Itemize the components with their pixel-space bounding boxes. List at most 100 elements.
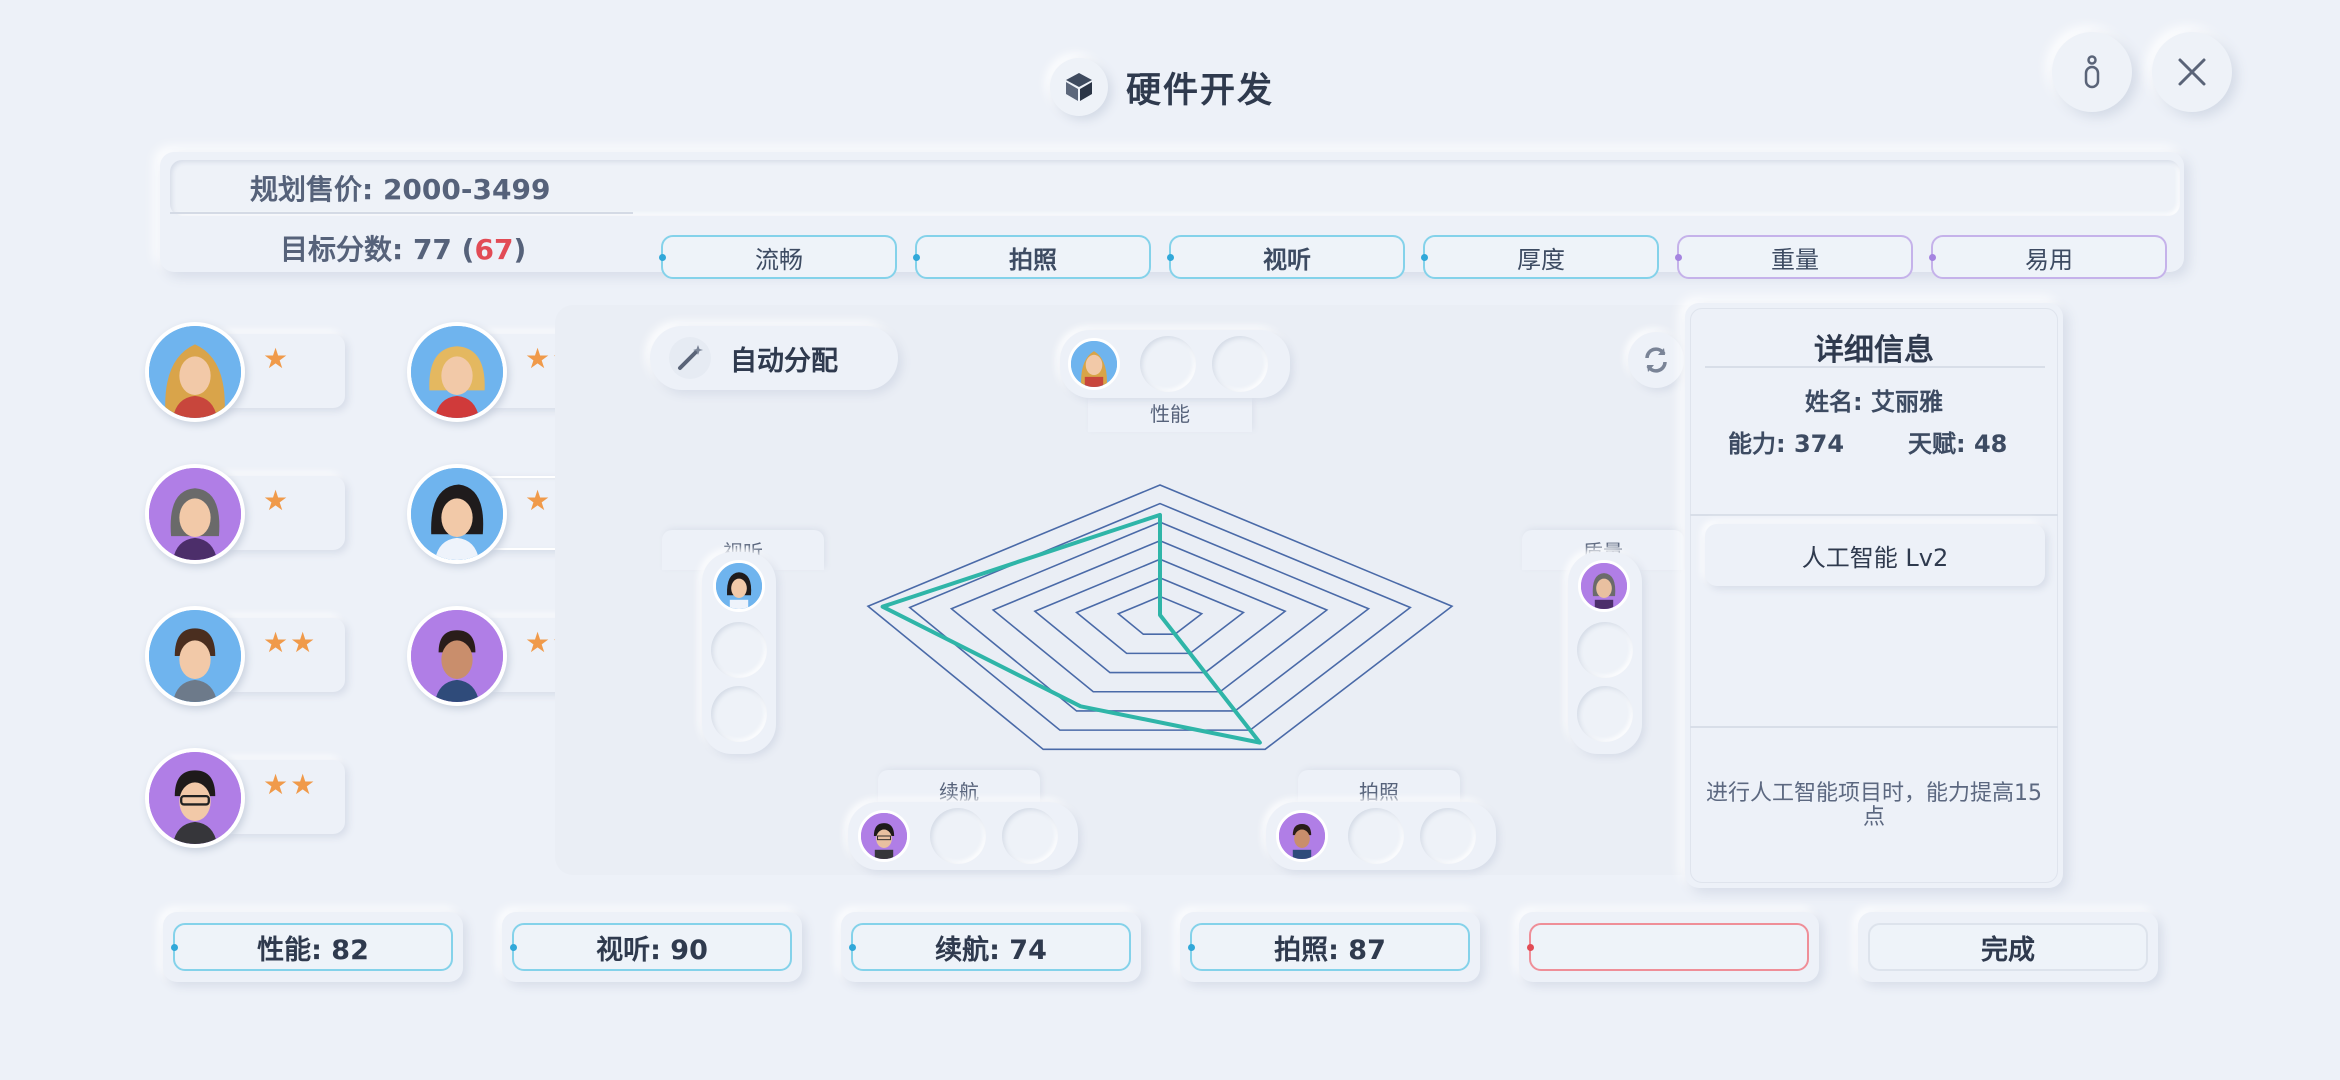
info-icon	[2084, 55, 2100, 89]
radar-ring	[908, 502, 1412, 731]
score-label: 性能: 82	[257, 934, 369, 966]
skill-badge[interactable]: 人工智能 Lv2	[1705, 524, 2045, 586]
target-score: 目标分数: 77 (67)	[280, 233, 527, 266]
score-label: 拍照: 87	[1274, 934, 1386, 966]
radar-ring	[949, 521, 1371, 712]
tab-attribute[interactable]: 重量	[1675, 235, 1913, 279]
close-button[interactable]	[2152, 32, 2232, 112]
score-indicator	[1188, 944, 1195, 951]
star-rating: ★★	[263, 626, 318, 659]
finish-button-label: 完成	[1868, 923, 2148, 971]
tab-indicator	[913, 254, 920, 261]
avatar[interactable]	[145, 748, 245, 848]
empty-slot[interactable]	[711, 686, 767, 742]
radar-value-polygon	[880, 512, 1262, 745]
empty-slot[interactable]	[1577, 686, 1633, 742]
assigned-avatar[interactable]	[1578, 560, 1630, 612]
score-indicator	[1527, 944, 1534, 951]
staff-name: 姓名: 艾丽雅	[1805, 388, 1943, 416]
staff-talent: 天赋: 48	[1908, 430, 2008, 458]
radar-ring	[1033, 558, 1287, 674]
star-rating: ★★	[263, 768, 318, 801]
empty-slot[interactable]	[1212, 336, 1268, 392]
score-value: 视听: 90	[510, 923, 792, 971]
assigned-avatar[interactable]	[1276, 810, 1328, 862]
empty-slot[interactable]	[1140, 336, 1196, 392]
score-tab	[1519, 912, 1819, 982]
staff-card[interactable]: ★★	[145, 606, 365, 706]
tab-indicator	[659, 254, 666, 261]
score-tab: 拍照: 87	[1180, 912, 1480, 982]
refresh-button[interactable]	[1628, 332, 1684, 388]
tab-label: 厚度	[1517, 245, 1565, 274]
score-label: 视听: 90	[596, 934, 708, 966]
score-value: 拍照: 87	[1188, 923, 1470, 971]
assigned-avatar[interactable]	[1068, 338, 1120, 390]
score-label: 完成	[1981, 934, 2035, 966]
score-label: 续航: 74	[935, 934, 1047, 966]
page-header: 硬件开发	[1050, 55, 1274, 119]
empty-slot[interactable]	[1348, 808, 1404, 864]
radar-ring	[866, 484, 1454, 751]
empty-slot[interactable]	[1420, 808, 1476, 864]
score-value: 性能: 82	[171, 923, 453, 971]
score-tab: 视听: 90	[502, 912, 802, 982]
radar-ring	[1075, 576, 1246, 655]
refresh-icon	[1645, 347, 1667, 373]
avatar[interactable]	[407, 606, 507, 706]
planned-price: 规划售价: 2000-3499	[250, 173, 551, 206]
divider	[1690, 514, 2058, 516]
tab-indicator	[1929, 254, 1936, 261]
auto-assign-button[interactable]: 自动分配	[650, 326, 898, 390]
avatar[interactable]	[407, 322, 507, 422]
avatar[interactable]	[407, 464, 507, 564]
detail-panel	[1685, 303, 2063, 888]
magic-wand-icon	[669, 337, 711, 379]
staff-card[interactable]: ★★	[145, 748, 365, 848]
score-tab: 性能: 82	[163, 912, 463, 982]
tab-attribute[interactable]: 拍照	[913, 235, 1151, 279]
slot-label-camera: 拍照	[1359, 780, 1399, 804]
slot-label-battery: 续航	[939, 780, 979, 804]
price-row	[170, 160, 2180, 216]
tab-label: 重量	[1771, 245, 1819, 274]
auto-assign-label: 自动分配	[730, 345, 838, 377]
tab-attribute[interactable]: 视听	[1167, 235, 1405, 279]
empty-slot[interactable]	[1577, 622, 1633, 678]
tab-indicator	[1675, 254, 1682, 261]
star-rating: ★	[263, 342, 291, 375]
assigned-avatar[interactable]	[858, 810, 910, 862]
score-indicator	[510, 944, 517, 951]
empty-slot[interactable]	[1002, 808, 1058, 864]
avatar[interactable]	[145, 606, 245, 706]
tab-label: 流畅	[755, 245, 803, 274]
avatar[interactable]	[145, 322, 245, 422]
tab-label: 易用	[2025, 245, 2073, 274]
tab-indicator	[1167, 254, 1174, 261]
page-title: 硬件开发	[1126, 70, 1275, 111]
radar-chart	[866, 484, 1454, 751]
divider	[1705, 366, 2045, 368]
star-rating: ★	[525, 484, 553, 517]
avatar[interactable]	[145, 464, 245, 564]
tab-attribute[interactable]: 流畅	[659, 235, 897, 279]
tab-indicator	[1421, 254, 1428, 261]
tab-label: 拍照	[1009, 245, 1057, 274]
finish-button[interactable]: 完成	[1858, 912, 2158, 982]
staff-card[interactable]: ★	[145, 464, 365, 564]
assigned-avatar[interactable]	[713, 560, 765, 612]
close-icon	[2178, 58, 2206, 86]
tab-attribute[interactable]: 厚度	[1421, 235, 1659, 279]
staff-card[interactable]: ★	[145, 322, 365, 422]
tab-label: 视听	[1263, 245, 1311, 274]
score-indicator	[849, 944, 856, 951]
box-icon	[1050, 58, 1108, 116]
divider	[1690, 726, 2058, 728]
radar-ring	[1116, 595, 1204, 635]
empty-slot[interactable]	[711, 622, 767, 678]
detail-panel-border	[1690, 308, 2058, 883]
info-button[interactable]	[2052, 32, 2132, 112]
empty-slot[interactable]	[930, 808, 986, 864]
detail-title: 详细信息	[1814, 333, 1934, 368]
tab-attribute[interactable]: 易用	[1929, 235, 2167, 279]
